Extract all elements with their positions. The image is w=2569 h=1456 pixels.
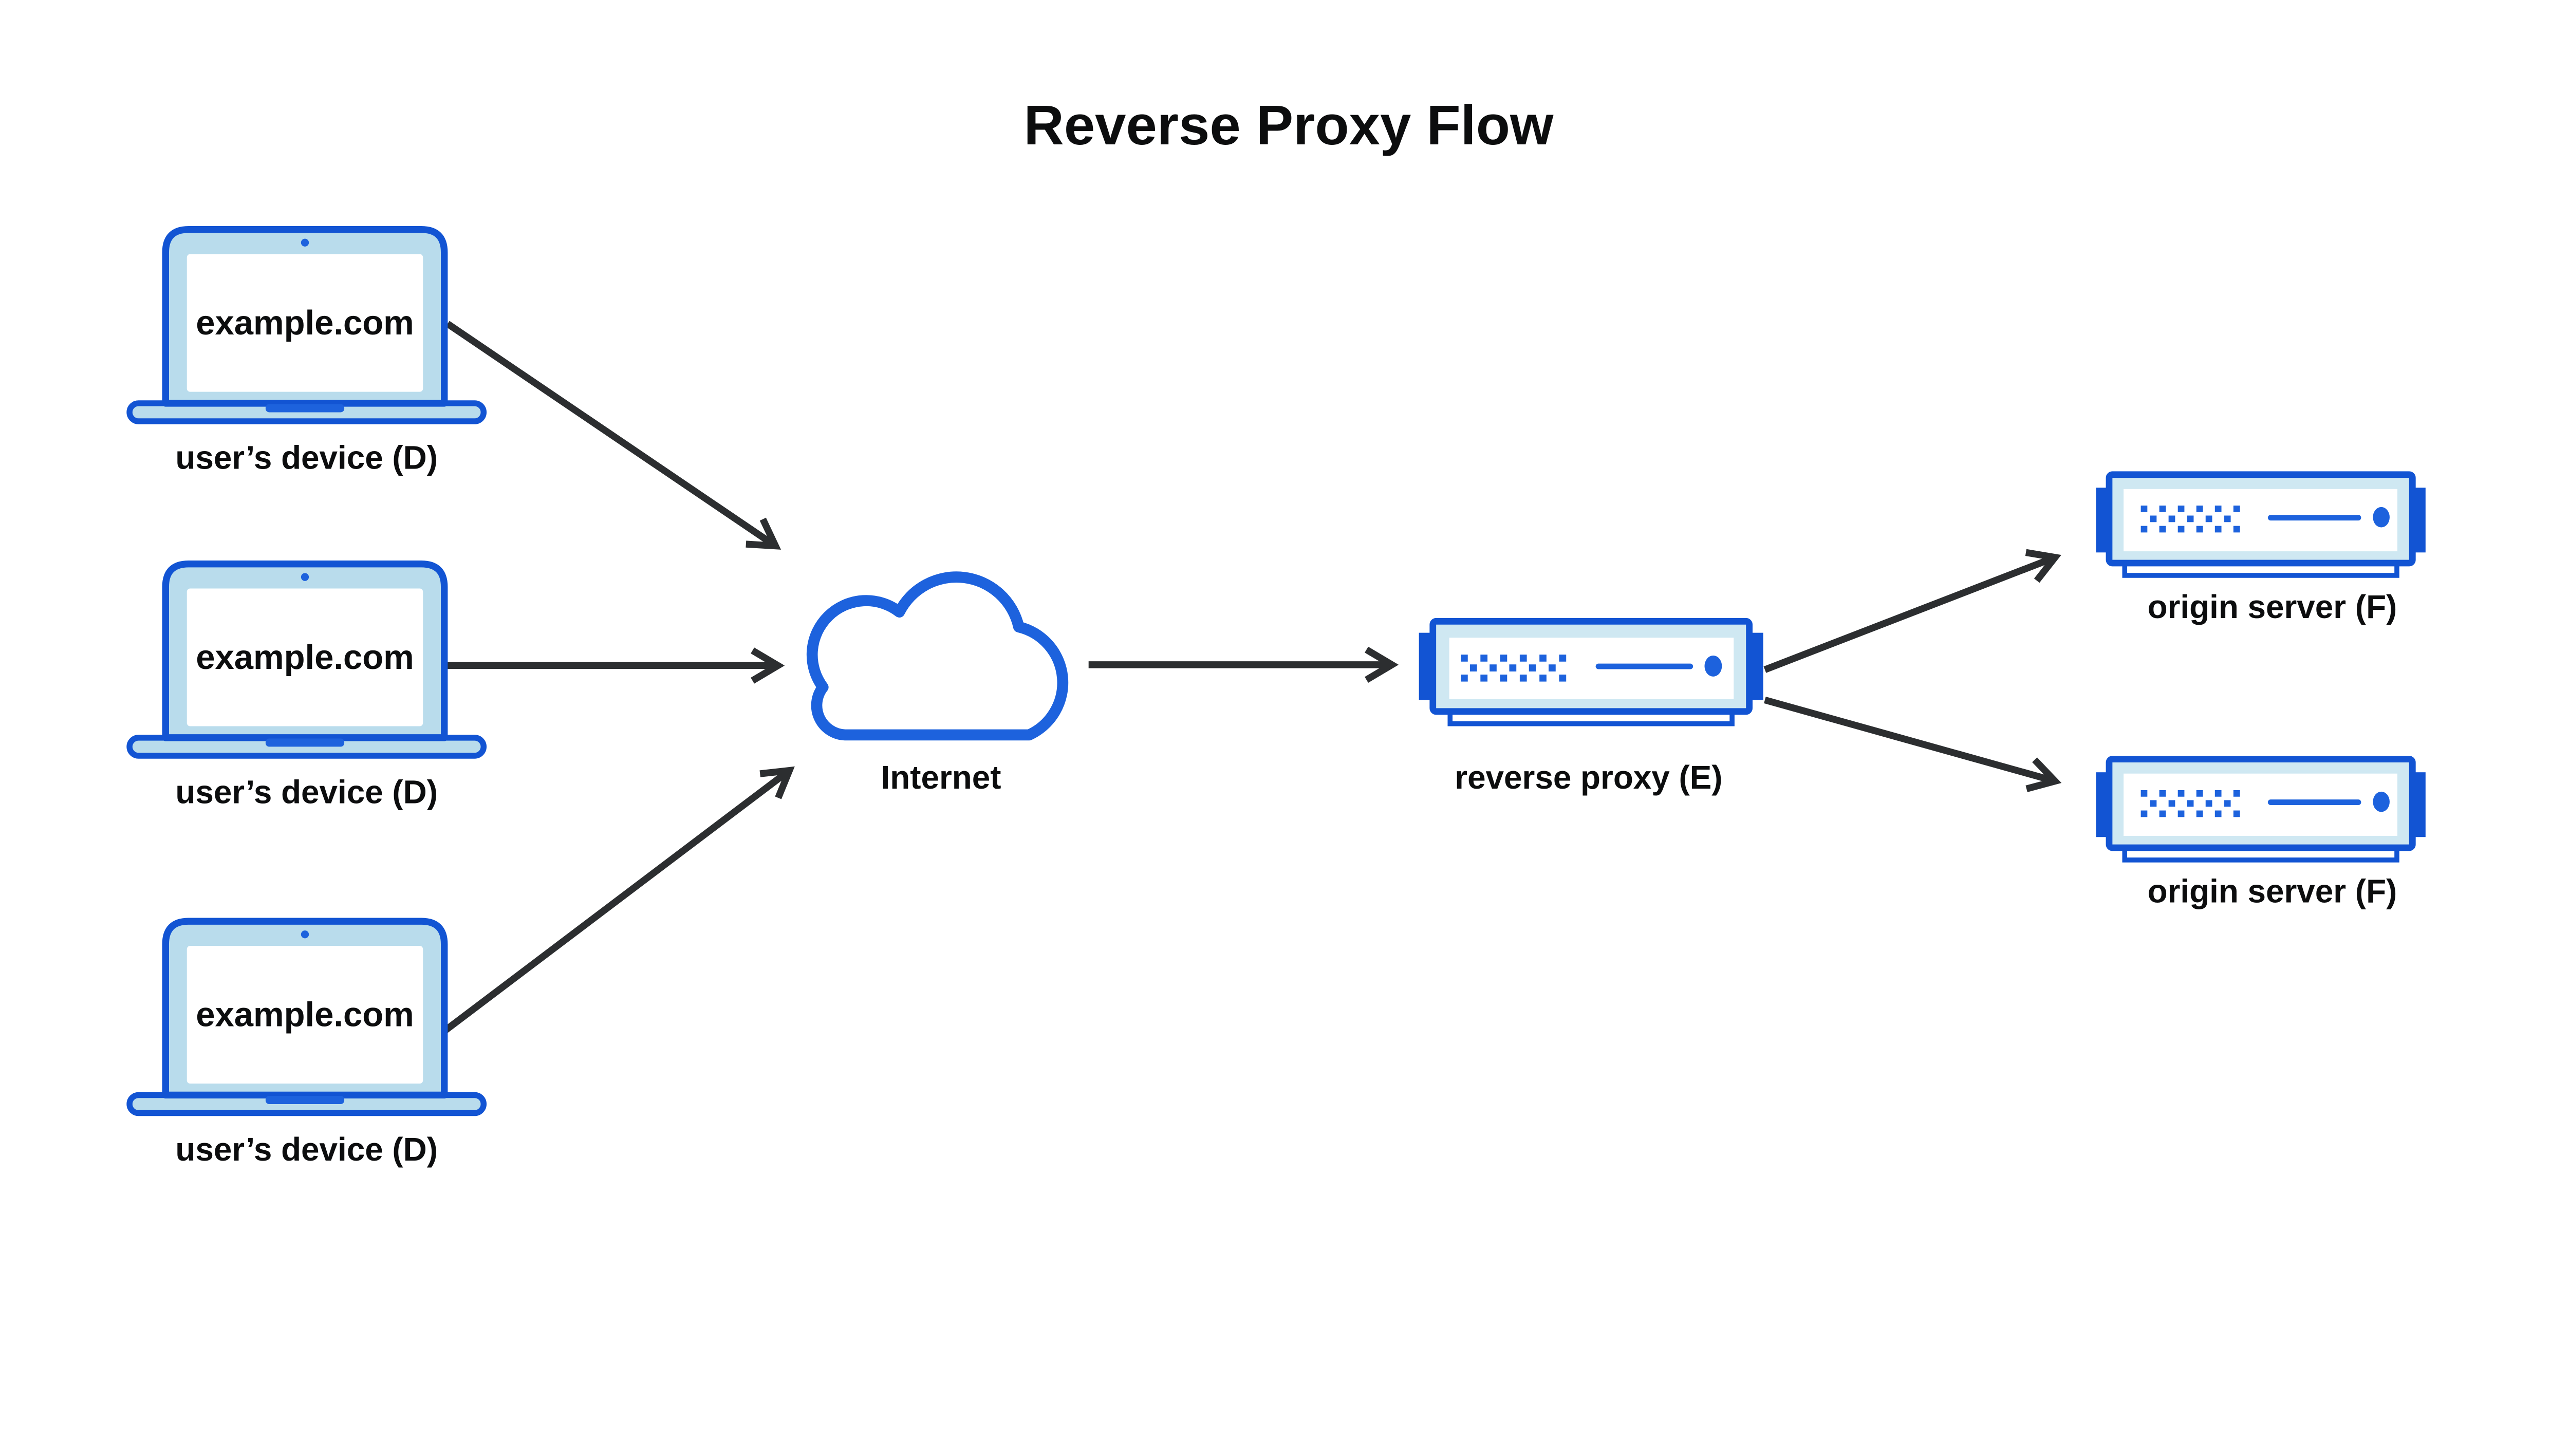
user-device-1: example.com user’s device (D): [126, 226, 487, 476]
arrow-proxy-to-origin2: [1764, 697, 2062, 792]
cloud-icon: [806, 571, 1069, 741]
server-vent-squares: [2140, 790, 2243, 817]
laptop-camera-dot: [301, 238, 309, 247]
origin-server-label: origin server (F): [2148, 588, 2397, 625]
laptop-camera-dot: [301, 573, 309, 581]
server-icon: [1419, 618, 1763, 726]
internet-label: Internet: [881, 759, 1001, 796]
origin-server-label: origin server (F): [2148, 873, 2397, 910]
server-led-dot: [2373, 791, 2390, 812]
internet-node: Internet: [806, 571, 1069, 796]
laptop-icon: [126, 226, 487, 424]
laptop-hinge-notch: [265, 738, 345, 747]
user-device-2: example.com user’s device (D): [126, 560, 487, 810]
laptop-screen-panel: [187, 254, 423, 392]
laptop-screen-panel: [187, 588, 423, 726]
server-led-dot: [2373, 507, 2390, 528]
laptop-hinge-notch: [265, 404, 345, 413]
user-device-3: example.com user’s device (D): [126, 918, 487, 1168]
laptop-icon: [126, 560, 487, 759]
laptop-hinge-notch: [265, 1096, 345, 1105]
laptop-icon: [126, 918, 487, 1116]
reverse-proxy-node: reverse proxy (E): [1419, 618, 1763, 796]
reverse-proxy-label: reverse proxy (E): [1455, 759, 1722, 796]
origin-server-2: origin server (F): [2096, 756, 2426, 910]
device-label: user’s device (D): [175, 773, 438, 810]
device-screen-text: example.com: [196, 304, 414, 342]
server-led-dot: [1704, 656, 1722, 677]
laptop-camera-dot: [301, 930, 309, 939]
laptop-screen-panel: [187, 946, 423, 1084]
flow-arrows: [442, 321, 2062, 1034]
device-label: user’s device (D): [175, 1131, 438, 1168]
device-label: user’s device (D): [175, 439, 438, 476]
device-screen-text: example.com: [196, 638, 414, 677]
reverse-proxy-flow-diagram: Reverse Proxy Flow example.com user’s de…: [126, 94, 2426, 1168]
server-icon: [2096, 756, 2426, 863]
arrow-device1-to-internet: [445, 321, 781, 550]
device-screen-text: example.com: [196, 995, 414, 1034]
server-icon: [2096, 471, 2426, 578]
server-vent-squares: [1461, 655, 1568, 682]
diagram-title: Reverse Proxy Flow: [1024, 94, 1554, 156]
arrow-proxy-to-origin1: [1763, 549, 2061, 673]
arrow-device3-to-internet: [442, 766, 795, 1034]
server-vent-squares: [2140, 506, 2243, 533]
origin-server-1: origin server (F): [2096, 471, 2426, 625]
